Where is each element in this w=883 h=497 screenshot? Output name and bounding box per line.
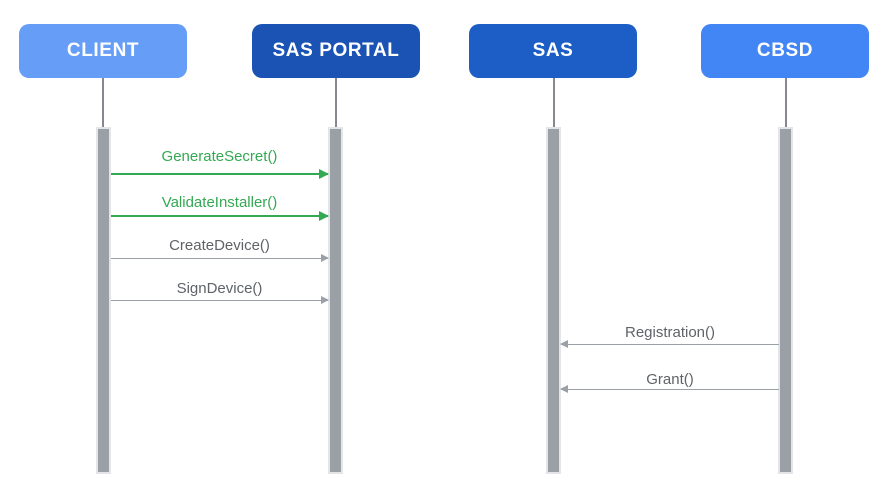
actor-label-sas: SAS <box>532 40 574 61</box>
message-label: Registration() <box>624 324 716 341</box>
message-generate-secret: GenerateSecret() <box>111 148 329 179</box>
arrowhead-left-icon <box>560 340 568 348</box>
message-label: Grant() <box>646 371 694 388</box>
arrowhead-left-icon <box>560 385 568 393</box>
actor-box-cbsd: CBSD <box>701 24 869 78</box>
message-validate-installer: ValidateInstaller() <box>111 194 329 221</box>
message-line <box>111 296 329 304</box>
arrowhead-right-icon <box>321 296 329 304</box>
actor-box-sas: SAS <box>469 24 637 78</box>
message-label: SignDevice() <box>176 280 263 297</box>
actor-label-cbsd: CBSD <box>756 40 814 61</box>
message-label: GenerateSecret() <box>161 148 278 165</box>
message-line <box>111 211 329 221</box>
activation-bar-cbsd <box>778 127 793 474</box>
message-registration: Registration() <box>560 324 779 348</box>
actor-box-sas-portal: SAS PORTAL <box>252 24 420 78</box>
message-line <box>560 385 779 393</box>
arrowhead-right-icon <box>319 211 329 221</box>
actor-box-client: CLIENT <box>19 24 187 78</box>
message-line <box>560 340 779 348</box>
lifeline-client <box>102 78 104 127</box>
lifeline-cbsd <box>785 78 787 127</box>
activation-bar-client <box>96 127 111 474</box>
actor-label-sas-portal: SAS PORTAL <box>272 40 400 61</box>
message-line <box>111 254 329 262</box>
arrowhead-right-icon <box>321 254 329 262</box>
arrowhead-right-icon <box>319 169 329 179</box>
message-create-device: CreateDevice() <box>111 237 329 262</box>
message-label: ValidateInstaller() <box>161 194 278 211</box>
message-label: CreateDevice() <box>169 237 270 254</box>
message-sign-device: SignDevice() <box>111 280 329 304</box>
lifeline-sas-portal <box>335 78 337 127</box>
activation-bar-sas-portal <box>328 127 343 474</box>
activation-bar-sas <box>546 127 561 474</box>
message-grant: Grant() <box>560 371 779 393</box>
message-line <box>111 169 329 179</box>
actor-label-client: CLIENT <box>66 40 140 61</box>
lifeline-sas <box>553 78 555 127</box>
